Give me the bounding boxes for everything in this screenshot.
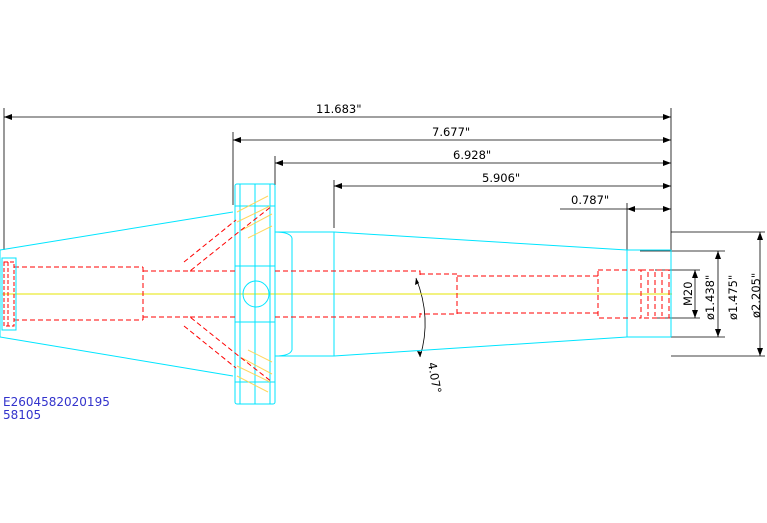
dim-taper-angle: 4.07° bbox=[425, 361, 444, 394]
horizontal-dimensions bbox=[4, 114, 671, 212]
part-number: E2604582020195 bbox=[3, 395, 110, 409]
hidden-bore-lines bbox=[14, 205, 670, 383]
left-end-detail bbox=[3, 261, 15, 327]
dim-flange-to-end: 7.677" bbox=[432, 125, 470, 139]
vertical-dimensions bbox=[692, 232, 763, 356]
extension-lines bbox=[3, 108, 765, 357]
part-info: E2604582020195 58105 bbox=[3, 396, 110, 422]
dim-bore-diameter: ø1.438" bbox=[703, 275, 717, 320]
dim-body-to-end: 5.906" bbox=[482, 171, 520, 185]
flange-hatch bbox=[236, 195, 273, 393]
dim-gauge-to-end: 6.928" bbox=[453, 148, 491, 162]
item-code: 58105 bbox=[3, 408, 42, 422]
taper-shank-outline bbox=[0, 211, 234, 377]
dim-thread: M20 bbox=[681, 281, 695, 306]
taper-angle-arc bbox=[415, 277, 426, 358]
dim-pilot-diameter: ø1.475" bbox=[726, 275, 740, 320]
dim-body-diameter: ø2.205" bbox=[749, 273, 763, 318]
body-outline bbox=[274, 231, 672, 357]
dim-bore-depth: 0.787" bbox=[571, 193, 609, 207]
dim-overall-length: 11.683" bbox=[316, 102, 362, 116]
